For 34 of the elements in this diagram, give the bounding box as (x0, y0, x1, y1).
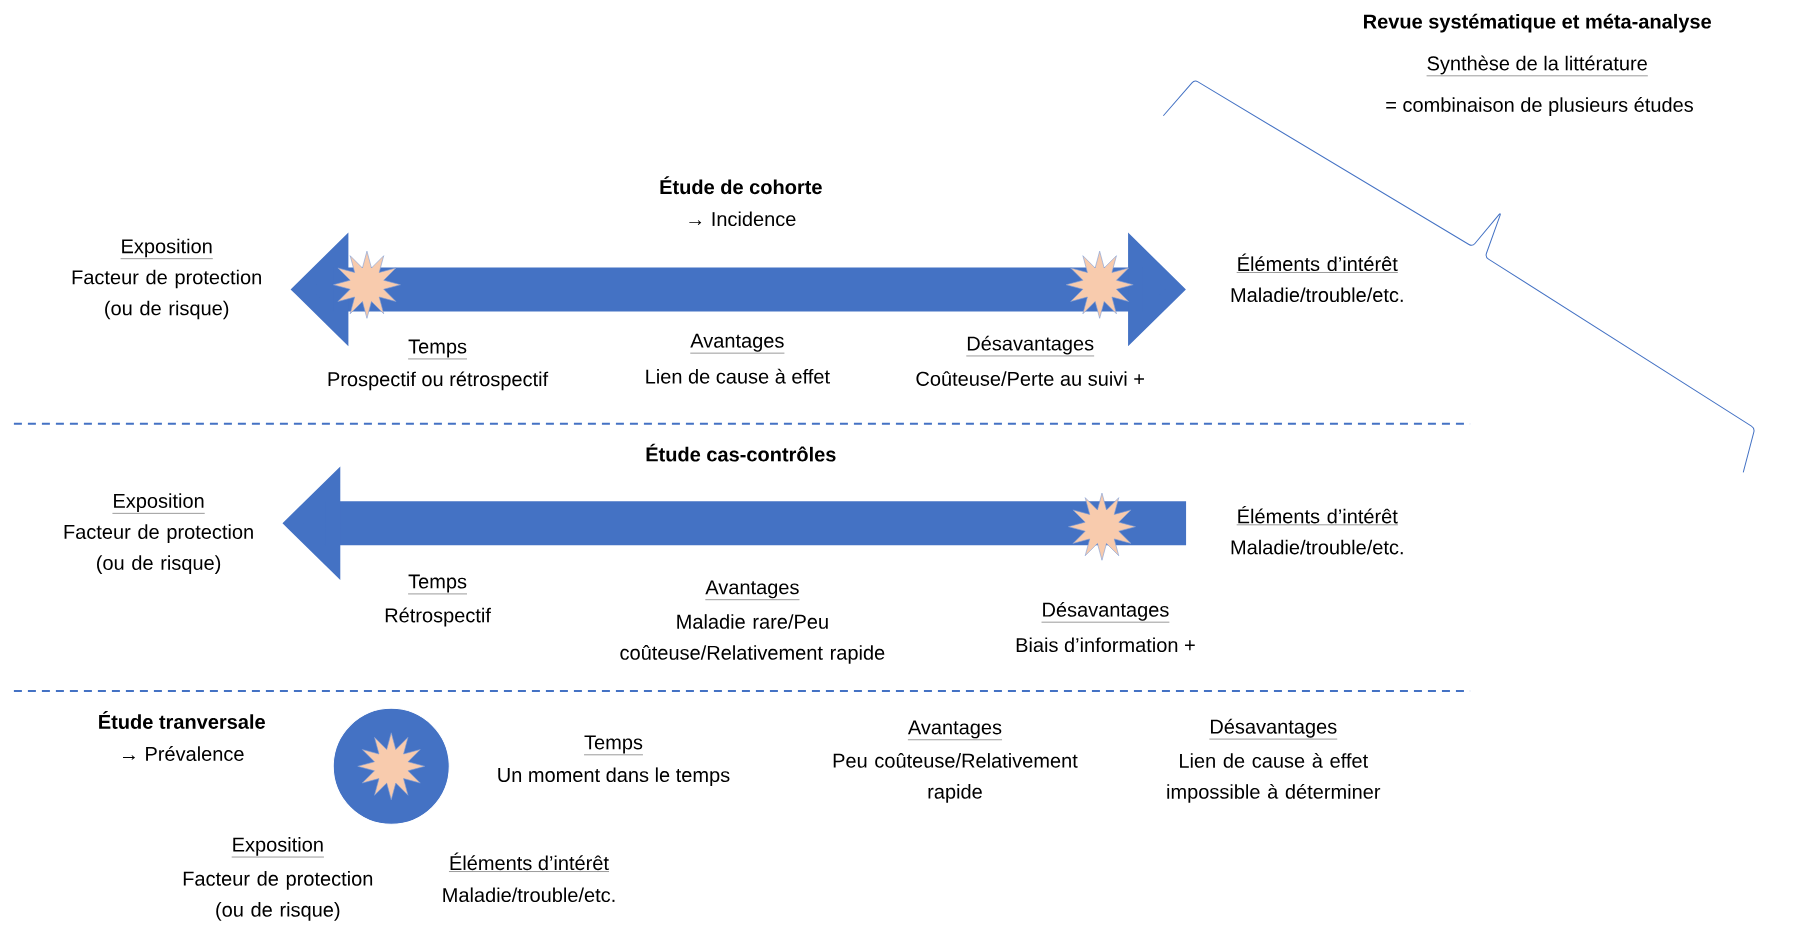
section-heading: Éléments d’intérêt (448, 852, 610, 872)
label-text: → Incidence (689, 211, 796, 227)
label-text: Lien de cause à effet (646, 368, 830, 384)
label-text: Lien de cause à effet impossible à déterminer (1167, 752, 1381, 803)
section-heading: Désavantages (1209, 718, 1338, 740)
section-heading: Avantages (907, 720, 1003, 740)
label-text: Maladie/trouble/etc. (443, 887, 615, 903)
text-block: Exposition Facteur de protection (ou de risque) (72, 238, 261, 320)
section-heading: Synthèse de la littérature (1426, 55, 1649, 76)
text-block: Exposition Facteur de protection (ou de risque) (64, 493, 253, 574)
label-text: → Prévalence (123, 746, 244, 761)
text-block: Éléments d’intérêt Maladie/trouble/etc. (1231, 253, 1403, 303)
study-title: Étude cas-contrôles (646, 443, 836, 462)
section-heading: Avantages (690, 333, 785, 354)
study-title: Étude tranversale (99, 711, 265, 729)
section-heading: Exposition (231, 837, 325, 858)
label-text: Coûteuse/Perte au suivi + (916, 371, 1144, 386)
label-text: Peu coûteuse/Relativement rapide (833, 753, 1078, 803)
section-heading: Temps (583, 735, 644, 755)
study-title: Étude de cohorte (660, 176, 822, 195)
label-text: Facteur de protection (ou de risque) (183, 871, 373, 921)
section-heading: Désavantages (1041, 601, 1170, 623)
text-block: Éléments d’intérêt Maladie/trouble/etc. (1231, 505, 1403, 555)
label-text: Biais d’information + (1016, 637, 1195, 653)
label-text: = combinaison de plusieurs études (1386, 97, 1693, 116)
section-heading: Temps (407, 574, 468, 595)
label-text: Rétrospectif (385, 607, 491, 627)
label-text: Un moment dans le temps (498, 767, 730, 787)
section-heading: Avantages (705, 580, 800, 600)
title: Revue systématique et méta-analyse (1364, 13, 1711, 33)
section-heading: Temps (407, 339, 468, 360)
section-heading: Désavantages (966, 335, 1095, 357)
label-text: Prospectif ou rétrospectif (328, 371, 549, 391)
label-text: Maladie rare/Peu coûteuse/Relativement rapide (620, 614, 885, 664)
